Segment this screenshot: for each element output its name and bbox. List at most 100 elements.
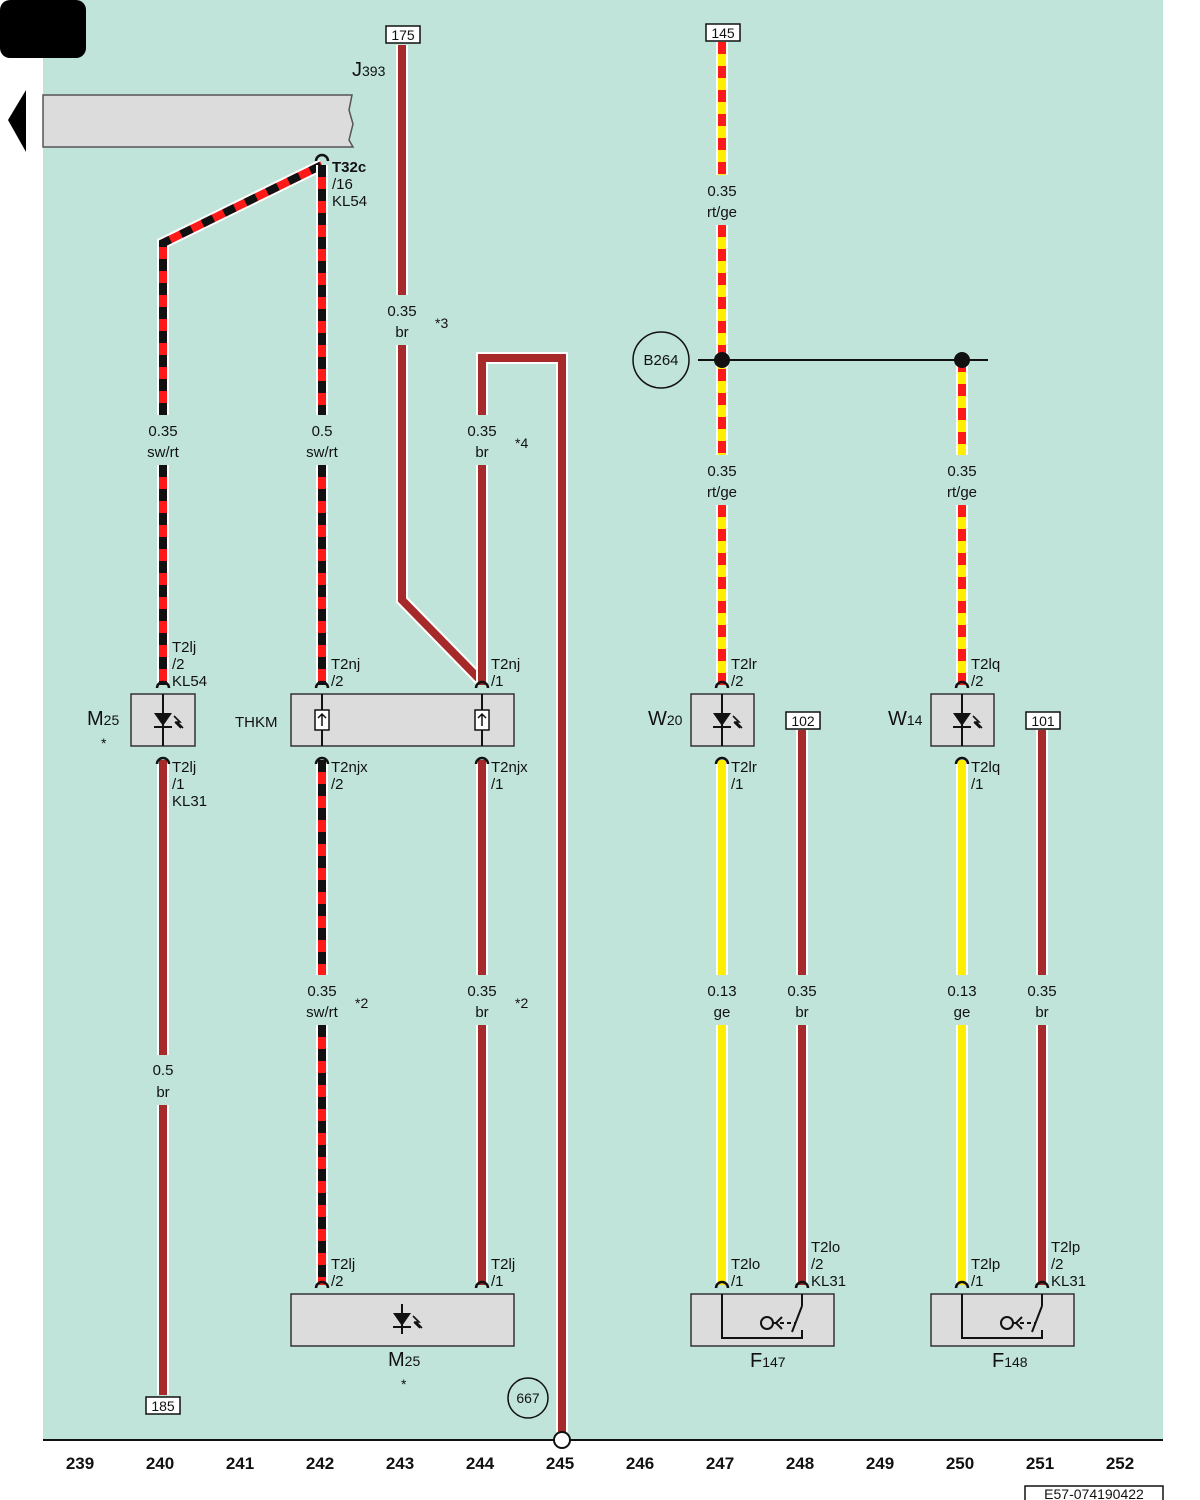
column-number: 240 [146,1454,174,1473]
column-number: 245 [546,1454,574,1473]
wire-240-color-b: br [156,1084,169,1101]
note-2b: *2 [515,995,528,1011]
column-number: 247 [706,1454,734,1473]
ref-box-145 [705,23,741,42]
pin-t2nj-b-pin: /1 [491,673,504,690]
pin-t2lp-b-pin: /2 [1051,1256,1064,1273]
pin-t2nj-a-pin: /2 [331,673,344,690]
m25-bottom-star: * [401,1376,407,1392]
pin-kl54: KL54 [172,673,207,690]
wire-240-color: sw/rt [147,444,179,461]
wire-248-size: 0.35 [787,983,816,1000]
pin-t2lo-b: T2lo [811,1239,840,1256]
column-numbers: 239 240 241 242 243 244 245 246 247 248 … [66,1454,1134,1473]
ref-box-102 [785,711,821,730]
pin-t2nj-b: T2nj [491,656,520,673]
ref-102: 102 [791,713,815,729]
wire-240-size-b: 0.5 [153,1062,174,1079]
wire-250-color-b: ge [954,1004,971,1021]
pin-t2njx-b: T2njx [491,759,528,776]
pin-t2lj-1: /1 [172,776,185,793]
pin-t2lj-d: T2lj [491,1256,515,1273]
pin-t2lj: T2lj [172,639,196,656]
wire-247-size-2: 0.35 [707,463,736,480]
wire-240-top [157,159,325,685]
wire-243-color: br [395,324,408,341]
ref-101: 101 [1031,713,1055,729]
w20-label: W20 [648,708,683,730]
led-icon [713,694,743,746]
ref-175: 175 [391,27,415,43]
wire-251-size: 0.35 [1027,983,1056,1000]
pin-t2lp-a: T2lp [971,1256,1000,1273]
pin-t2njx-a: T2njx [331,759,368,776]
column-number: 243 [386,1454,414,1473]
pin-t2lj-d-pin: /1 [491,1273,504,1290]
pin-t2lr-a: T2lr [731,656,757,673]
column-number: 244 [466,1454,495,1473]
wire-247-color-1: rt/ge [707,204,737,221]
wire-244-245 [476,352,568,1432]
pin-t2lp-a-pin: /1 [971,1273,984,1290]
t32c-pin: /16 [332,176,353,193]
led-icon [393,1304,423,1334]
pin-t2lp-b: T2lp [1051,1239,1080,1256]
footer-code-box [1024,1485,1164,1500]
wire-247-size-b: 0.13 [707,983,736,1000]
pin-t2njx-b-pin: /1 [491,776,504,793]
pin-t2lo-a: T2lo [731,1256,760,1273]
column-number: 251 [1026,1454,1054,1473]
kl54-top: KL54 [332,193,367,210]
m25-bottom-label: M25 [388,1349,420,1371]
f148-label: F148 [992,1350,1028,1372]
column-number: 250 [946,1454,974,1473]
pin-t2lj-b: T2lj [172,759,196,776]
pin-t2lo-a-pin: /1 [731,1273,744,1290]
ground-terminal [553,1431,571,1449]
pin-t2lr-b: T2lr [731,759,757,776]
pin-t2lo-b-pin: /2 [811,1256,824,1273]
c667-label: 667 [516,1390,540,1406]
switch-icon [961,1294,1043,1339]
wire-242-color-b: sw/rt [306,1004,338,1021]
column-number: 239 [66,1454,94,1473]
column-number: 249 [866,1454,894,1473]
led-icon [154,694,184,746]
f147-label: F147 [750,1350,786,1372]
pin-t2lq-b: T2lq [971,759,1000,776]
wire-248-color: br [795,1004,808,1021]
wire-247-color-2: rt/ge [707,484,737,501]
splice-dot-247 [714,352,730,368]
b264-circle [632,331,690,389]
wire-247-color-b: ge [714,1004,731,1021]
column-number: 246 [626,1454,654,1473]
wire-250-size: 0.35 [947,463,976,480]
ref-box-101 [1025,711,1061,730]
wire-251-color: br [1035,1004,1048,1021]
wire-243-size: 0.35 [387,303,416,320]
splice-dot-250 [954,352,970,368]
switch-icon [721,1294,803,1339]
pin-kl31: KL31 [172,793,207,810]
column-number: 252 [1106,1454,1134,1473]
wire-242-size-b: 0.35 [307,983,336,1000]
pin-t2lq-b-pin: /1 [971,776,984,793]
wire-240-size: 0.35 [148,423,177,440]
ref-box-175 [385,25,421,44]
ref-145: 145 [711,25,735,41]
control-unit-bar [42,94,355,148]
column-number: 242 [306,1454,334,1473]
m25-left-star: * [101,735,107,751]
pin-kl31-b: KL31 [811,1273,846,1290]
wire-244-color-b: br [475,1004,488,1021]
led-icon [953,694,983,746]
wire-247-size-1: 0.35 [707,183,736,200]
pin-t2lq-a: T2lq [971,656,1000,673]
column-number: 248 [786,1454,814,1473]
pin-t2lq-a-pin: /2 [971,673,984,690]
note-2a: *2 [355,995,368,1011]
wire-250-color: rt/ge [947,484,977,501]
ref-box-185 [145,1396,181,1415]
pin-t2lr-a-pin: /2 [731,673,744,690]
